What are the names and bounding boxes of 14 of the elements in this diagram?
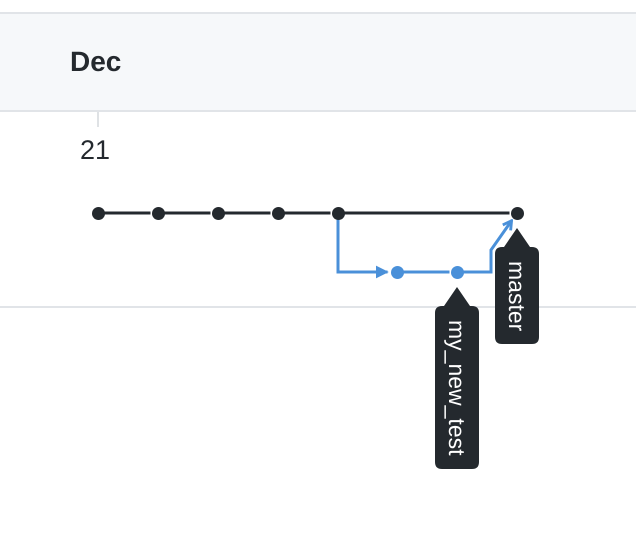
branch-line [104, 212, 150, 214]
branch-name: master [504, 261, 530, 332]
branch-tag [435, 287, 479, 469]
branch-line [164, 212, 210, 214]
arrow [464, 219, 513, 274]
day-label: 21 [80, 134, 110, 166]
arrow [336, 220, 389, 278]
branch-line [404, 270, 450, 274]
branch-name: my_new_test [444, 320, 470, 456]
branch-tag [495, 228, 539, 344]
branch-line [344, 212, 510, 214]
month-label: Dec [70, 45, 122, 79]
branch-line [224, 212, 270, 214]
branch-line [284, 212, 330, 214]
